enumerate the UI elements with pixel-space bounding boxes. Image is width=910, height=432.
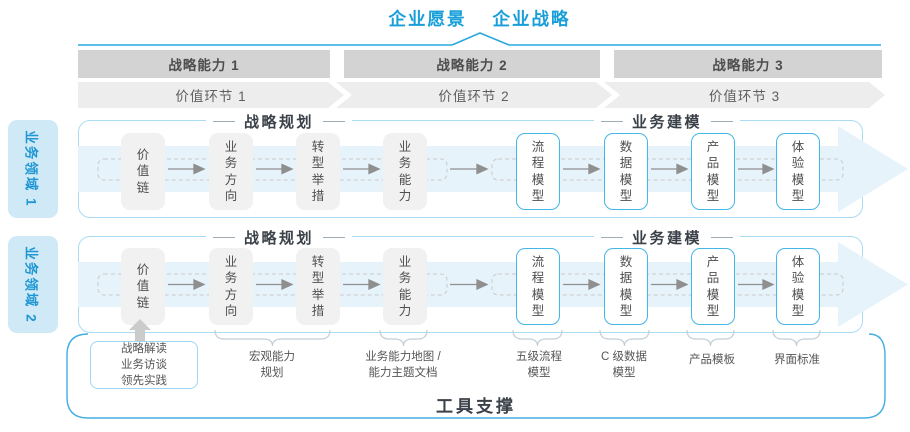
- enterprise-strategy-title: 企业战略: [492, 9, 571, 29]
- flow-row-domain-2: 战略规划 业务建模 价值链 业务方向 转型举措 业务能力 流程模型 数据模型 产…: [78, 227, 908, 333]
- box-process-model: 流程模型: [516, 133, 560, 210]
- flow-arrows: [168, 278, 775, 291]
- header-dash-left: [212, 121, 235, 122]
- box-transform-initiative: 转型举措: [296, 248, 340, 325]
- value-link-2: 价值环节 2: [336, 82, 612, 108]
- top-titles: 企业愿景 企业战略: [78, 6, 881, 31]
- enterprise-vision-title: 企业愿景: [388, 9, 467, 29]
- section-header-modeling: 业务建模: [593, 111, 741, 132]
- strategic-capability-2: 战略能力 2: [344, 50, 600, 78]
- dashed-track-planning: [97, 158, 448, 181]
- header-dash-left: [212, 237, 235, 238]
- business-domain-label-1: 业务领域 1: [8, 120, 58, 218]
- header-dash-right: [711, 121, 734, 122]
- box-transform-initiative: 转型举措: [296, 133, 340, 210]
- box-experience-model: 体验模型: [776, 133, 820, 210]
- modeling-header-text: 业务建模: [631, 230, 703, 247]
- box-data-model: 数据模型: [604, 248, 648, 325]
- header-dash-right: [323, 237, 346, 238]
- dashed-track-modeling: [491, 273, 844, 296]
- dashed-track-planning: [97, 273, 448, 296]
- annotation-practice-text: 战略解读 业务访谈 领先实践: [121, 342, 167, 388]
- peak-pointer-icon: [451, 32, 510, 46]
- section-header-planning: 战略规划: [205, 111, 353, 132]
- box-business-capability: 业务能力: [383, 248, 427, 325]
- box-experience-model: 体验模型: [776, 248, 820, 325]
- strategic-capability-3: 战略能力 3: [614, 50, 882, 78]
- planning-header-text: 战略规划: [243, 230, 315, 247]
- box-data-model: 数据模型: [604, 133, 648, 210]
- annotation-ui-standard: 界面标准: [774, 354, 820, 366]
- value-link-3: 价值环节 3: [604, 82, 885, 108]
- header-dash-left: [600, 237, 623, 238]
- planning-header-text: 战略规划: [243, 114, 315, 131]
- annotation-data-model: C 级数据 模型: [601, 351, 647, 380]
- modeling-header-text: 业务建模: [631, 114, 703, 131]
- section-header-modeling: 业务建模: [593, 227, 741, 248]
- business-domain-2-text: 业务领域 2: [24, 245, 40, 324]
- flow-row-domain-1: 战略规划 业务建模 价值链 业务方向 转型举措 业务能力 流程模型 数据模型 产…: [78, 111, 908, 218]
- box-business-capability: 业务能力: [383, 133, 427, 210]
- tools-support-label: 工具支撑: [436, 397, 516, 416]
- annotation-macro-capability: 宏观能力 规划: [249, 351, 295, 380]
- dashed-track-modeling: [491, 158, 844, 181]
- box-product-model: 产品模型: [691, 133, 735, 210]
- flow-arrows: [168, 163, 775, 175]
- strategic-capability-1: 战略能力 1: [78, 50, 330, 78]
- header-dash-right: [711, 237, 734, 238]
- box-process-model: 流程模型: [516, 248, 560, 325]
- business-domain-1-text: 业务领域 1: [24, 130, 40, 208]
- box-business-direction: 业务方向: [209, 248, 253, 325]
- header-dash-right: [323, 121, 346, 122]
- annotation-practice-box: 战略解读 业务访谈 领先实践: [90, 341, 198, 389]
- box-product-model: 产品模型: [691, 248, 735, 325]
- business-domain-label-2: 业务领域 2: [8, 236, 58, 333]
- box-business-direction: 业务方向: [209, 133, 253, 210]
- annotation-capability-map: 业务能力地图 / 能力主题文档: [365, 351, 441, 380]
- section-header-planning: 战略规划: [205, 227, 353, 248]
- value-link-1: 价值环节 1: [78, 82, 344, 108]
- box-value-chain: 价值链: [121, 133, 165, 210]
- box-value-chain: 价值链: [121, 248, 165, 325]
- header-dash-left: [600, 121, 623, 122]
